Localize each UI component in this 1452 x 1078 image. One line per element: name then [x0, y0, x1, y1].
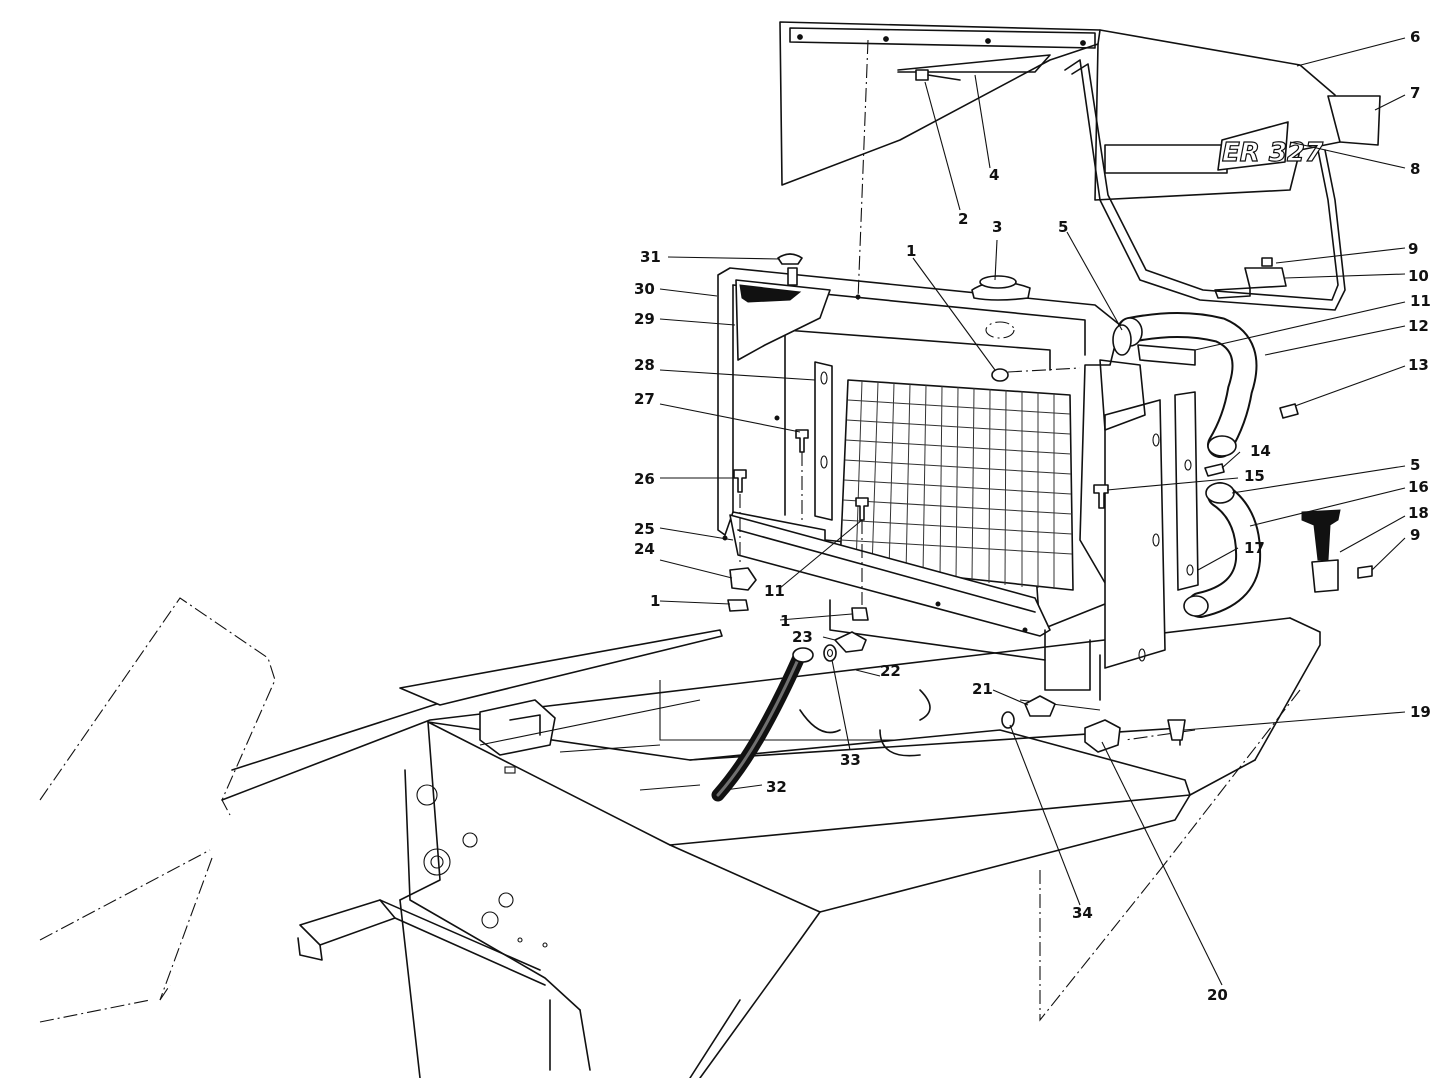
callout-15: 15 [1244, 467, 1265, 485]
callout-33: 33 [840, 751, 861, 769]
radiator-core [839, 379, 1074, 591]
callout-11-left: 11 [764, 582, 785, 600]
callout-1-left: 1 [650, 592, 660, 610]
callout-31: 31 [640, 248, 661, 266]
callout-28: 28 [634, 356, 655, 374]
callout-32: 32 [766, 778, 787, 796]
callout-2: 2 [958, 210, 968, 228]
callout-23: 23 [792, 628, 813, 646]
callout-19: 19 [1410, 703, 1431, 721]
hood: ER 327 [779, 21, 1381, 311]
callout-34: 34 [1072, 904, 1093, 922]
callout-9-upper: 9 [1408, 240, 1418, 258]
callout-1-center: 1 [780, 612, 790, 630]
callout-14: 14 [1250, 442, 1271, 460]
callout-21: 21 [972, 680, 993, 698]
radiator-shroud [717, 267, 1199, 701]
callout-25: 25 [634, 520, 655, 538]
callout-7: 7 [1410, 84, 1420, 102]
callout-26: 26 [634, 470, 655, 488]
leader-lines [659, 37, 1406, 986]
callout-20: 20 [1207, 986, 1228, 1004]
callout-29: 29 [634, 310, 655, 328]
callout-12: 12 [1408, 317, 1429, 335]
callout-5-upper: 5 [1058, 218, 1068, 236]
callout-5-lower: 5 [1410, 456, 1420, 474]
hardware [711, 39, 1373, 802]
callout-24: 24 [634, 540, 655, 558]
callout-8: 8 [1410, 160, 1420, 178]
chassis-frame [39, 597, 1321, 1078]
callout-11-right: 11 [1410, 292, 1431, 310]
callout-18: 18 [1408, 504, 1429, 522]
callout-17: 17 [1244, 539, 1265, 557]
callout-10: 10 [1408, 267, 1429, 285]
callouts: 6 7 8 4 2 3 5 1 9 10 11 12 13 14 15 5 16… [634, 28, 1431, 1004]
callout-27: 27 [634, 390, 655, 408]
callout-13: 13 [1408, 356, 1429, 374]
callout-16: 16 [1408, 478, 1429, 496]
callout-4: 4 [989, 166, 999, 184]
hood-brand-text: ER 327 [1222, 138, 1324, 168]
callout-9-lower: 9 [1410, 526, 1420, 544]
callout-22: 22 [880, 662, 901, 680]
callout-3: 3 [992, 218, 1002, 236]
callout-1-top: 1 [906, 242, 916, 260]
callout-6: 6 [1410, 28, 1420, 46]
callout-30: 30 [634, 280, 655, 298]
